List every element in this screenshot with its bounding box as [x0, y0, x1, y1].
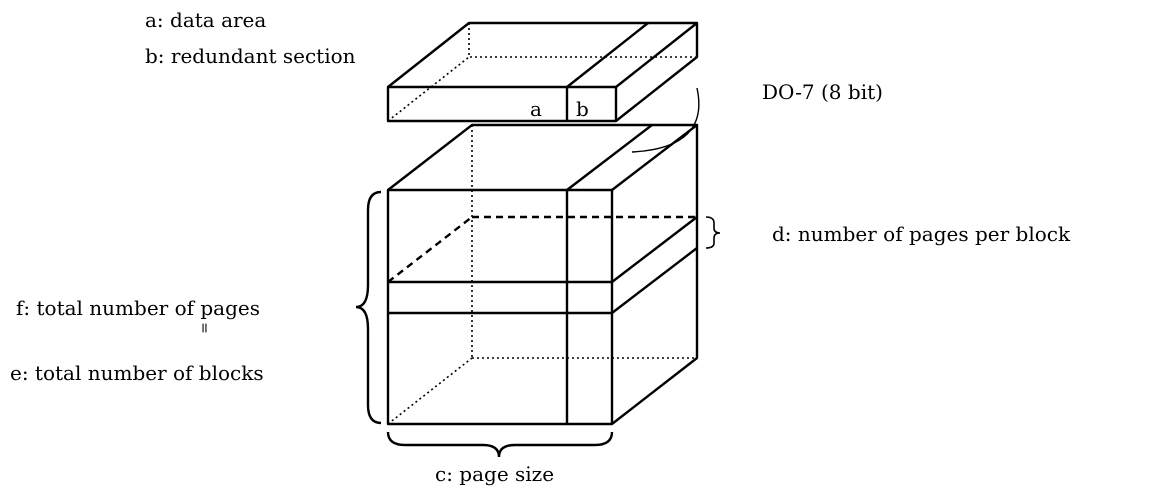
data-area-mark: a: [530, 97, 542, 121]
do7-label: DO-7 (8 bit): [762, 80, 883, 104]
data-area-legend: a: data area: [145, 8, 267, 32]
redundant-section-divider-top: [566, 22, 649, 88]
redundant-section-legend: b: redundant section: [145, 44, 356, 68]
page-size-label: c: page size: [435, 462, 555, 486]
page-slab: [386, 21, 699, 123]
memory-cube: [386, 123, 699, 426]
c-brace: [386, 431, 614, 458]
f-e-brace: [355, 190, 382, 425]
pages-per-block-label: d: number of pages per block: [772, 222, 1071, 246]
equals-mark: =: [195, 322, 212, 334]
total-blocks-label: e: total number of blocks: [10, 361, 264, 385]
d-brace: [705, 216, 721, 249]
total-pages-label: f: total number of pages: [16, 296, 261, 320]
redundant-section-mark: b: [576, 97, 589, 121]
do7-arc: [631, 87, 700, 153]
